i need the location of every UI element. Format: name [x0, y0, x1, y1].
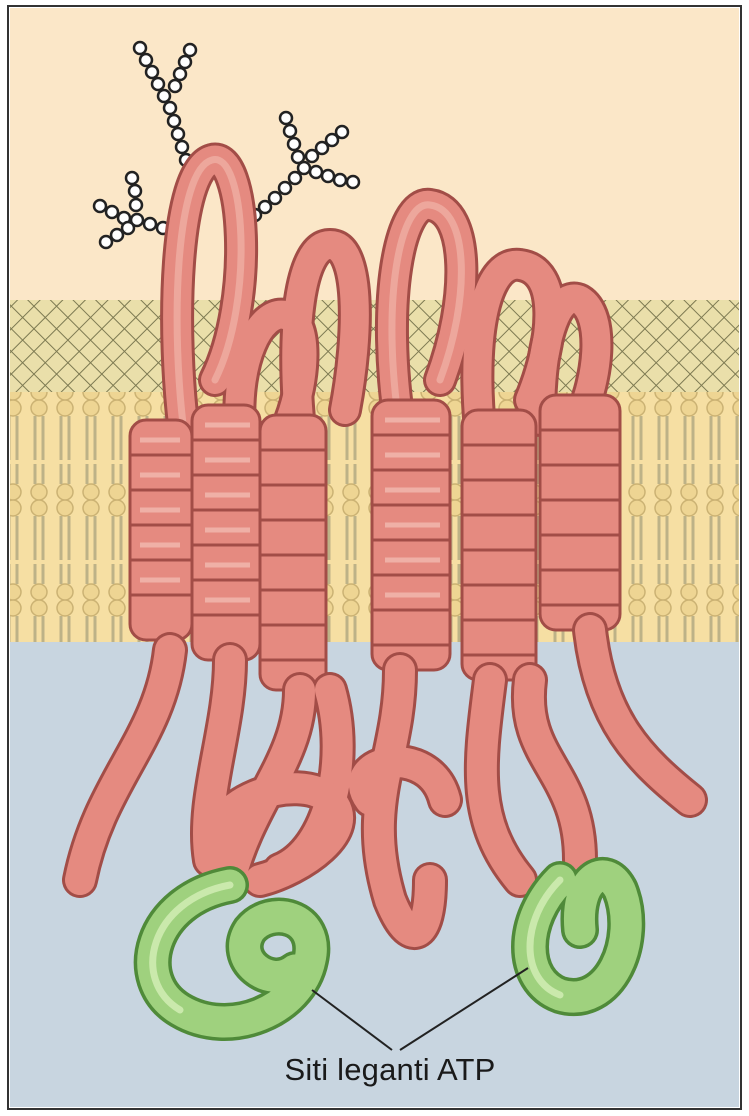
atp-binding-sites-label: Siti leganti ATP [230, 1052, 550, 1088]
extracellular-space [10, 8, 739, 308]
